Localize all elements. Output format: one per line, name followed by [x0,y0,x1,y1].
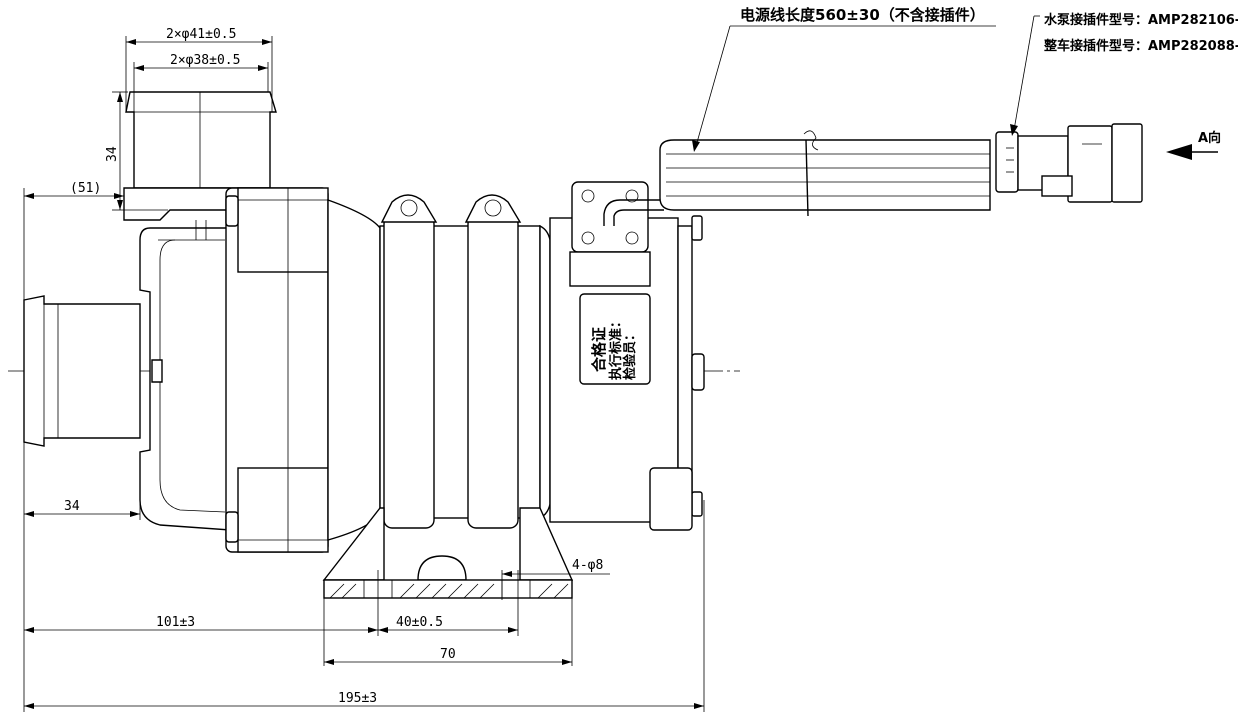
dim-w195: 195±3 [338,691,377,706]
plate-line1: 执行标准： [608,315,624,380]
cable-length-note: 电源线长度560±30（不含接插件） [740,6,985,24]
plate-title: 合格证 [590,327,608,373]
dim-h34: 34 [105,146,120,162]
note-leaders [692,15,1040,152]
dim-d41: 2×φ41±0.5 [166,27,236,42]
dim-w70: 70 [440,647,456,662]
outlet-pipe [123,91,277,221]
inlet-pipe [23,295,141,447]
vehicle-connector-note: 整车接插件型号：AMP282088-1 [1043,38,1238,54]
dim-w101: 101±3 [156,615,195,630]
plate-line2: 检验员： [622,328,638,380]
clamp-bands [380,194,522,529]
certificate-plate: 合格证 执行标准： 检验员： [579,293,651,385]
power-cable [659,130,991,217]
motor-bell [327,199,381,541]
front-flange [225,187,329,553]
view-direction-label: A向 [1198,130,1221,146]
dim-d51: (51) [70,181,101,196]
dim-w34: 34 [64,499,80,514]
dimension-lines [23,36,705,712]
dim-d38: 2×φ38±0.5 [170,53,240,68]
terminal-box [569,181,664,287]
pump-connector-note: 水泵接插件型号：AMP282106-1 [1044,12,1238,28]
dim-holes: 4-φ8 [572,558,603,573]
volute-housing [139,220,231,531]
dim-w40: 40±0.5 [396,615,443,630]
cable-connector [995,123,1143,203]
view-arrow: A向 [1166,130,1221,160]
mounting-bracket [322,507,574,599]
